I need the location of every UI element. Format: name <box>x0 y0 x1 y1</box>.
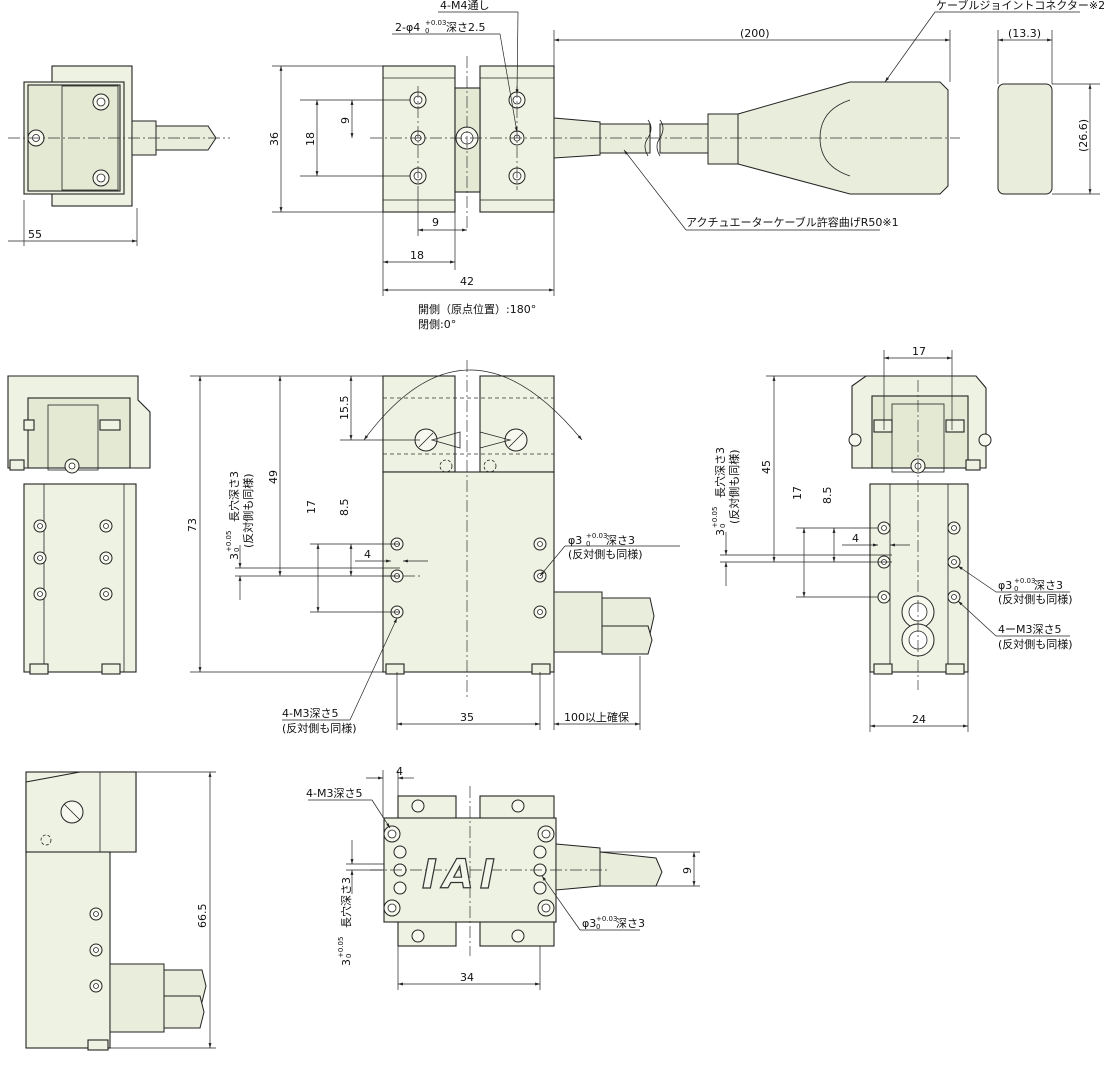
dim-49: 49 <box>267 470 280 484</box>
dim-18-vertical: 18 <box>304 132 317 146</box>
note-phi3-bottom: φ3 <box>582 917 596 930</box>
dim-4-bottom: 4 <box>396 765 403 778</box>
dim-26-6: (26.6) <box>1077 119 1090 152</box>
note-slot-right-opposite: (反対側も同様) <box>727 449 741 524</box>
dim-15-5: 15.5 <box>338 396 351 421</box>
dim-9-horizontal: 9 <box>432 216 439 229</box>
note-phi3-bottom-depth: 深さ3 <box>616 917 645 930</box>
dim-17-front: 17 <box>305 500 318 514</box>
dim-8-5-right: 8.5 <box>821 487 834 505</box>
note-pin-hole: 2-φ4 <box>395 21 420 34</box>
front-view <box>190 360 680 730</box>
note-m3-right: 4ーM3深さ5 <box>998 623 1062 636</box>
note-phi3-right-tol-top: +0.03 <box>1014 577 1035 585</box>
note-open-side: 開側（原点位置）:180° <box>418 302 536 316</box>
note-slot-bottom-tol-top: +0.05 <box>337 937 345 958</box>
dim-4-front: 4 <box>364 548 371 561</box>
note-phi3-right-tol-bot: 0 <box>1014 585 1018 593</box>
dim-35: 35 <box>460 711 474 724</box>
note-slot-bottom: 3 <box>340 959 353 966</box>
note-slot-right-tol-bot: 0 <box>719 524 727 528</box>
dim-4-right: 4 <box>852 532 859 545</box>
note-slot-bottom-tol-bot: 0 <box>345 954 353 958</box>
note-cable-joint: ケーブルジョイントコネクター※2 <box>936 0 1104 12</box>
note-pin-hole-tol-bot: 0 <box>425 27 429 35</box>
note-phi3-front-opposite: (反対側も同様) <box>568 547 643 561</box>
dim-55: 55 <box>28 228 42 241</box>
note-phi3-bottom-tol-bot: 0 <box>596 923 600 931</box>
top-view <box>272 11 1100 296</box>
logo: IAI <box>422 852 501 898</box>
note-phi3-right: φ3 <box>998 579 1012 592</box>
note-phi3-right-depth: 深さ3 <box>1034 579 1063 592</box>
note-slot-right: 3 <box>714 529 727 536</box>
dim-9-vertical: 9 <box>339 117 352 124</box>
dim-34: 34 <box>460 971 474 984</box>
dim-18-horizontal: 18 <box>410 249 424 262</box>
side-view-bottom-left <box>25 771 216 1051</box>
note-slot-front-tol-top: +0.05 <box>225 531 233 552</box>
note-slot-front-opposite: (反対側も同様) <box>241 473 255 548</box>
note-slot-bottom-text: 長穴深さ3 <box>339 877 353 928</box>
dim-17-right: 17 <box>791 486 804 500</box>
dim-73: 73 <box>186 518 199 532</box>
note-pin-hole-depth: 深さ2.5 <box>446 21 486 34</box>
dim-66-5: 66.5 <box>196 904 209 929</box>
dim-200: (200) <box>740 27 770 40</box>
note-phi3-front-depth: 深さ3 <box>606 534 635 547</box>
note-m3-right-opposite: (反対側も同様) <box>998 637 1073 651</box>
side-view-middle-left <box>7 375 151 675</box>
dim-9-bottom: 9 <box>681 867 694 874</box>
note-cable-bend: アクチュエーターケーブル許容曲げR50※1 <box>686 215 899 229</box>
note-m3-bottom: 4-M3深さ5 <box>306 787 362 800</box>
dim-17-top-right: 17 <box>912 345 926 358</box>
note-slot-right-text: 長穴深さ3 <box>713 447 727 498</box>
note-m4-thru: 4-M4通し <box>440 0 489 12</box>
dim-8-5-front: 8.5 <box>338 499 351 517</box>
note-pin-hole-tol-top: +0.03 <box>425 19 446 27</box>
note-closed-side: 閉側:0° <box>418 318 456 331</box>
note-slot-right-tol-top: +0.05 <box>711 507 719 528</box>
dim-36: 36 <box>268 132 281 146</box>
dim-13-3: (13.3) <box>1008 27 1041 40</box>
note-slot-front: 3 <box>228 553 241 560</box>
note-phi3-bottom-tol-top: +0.03 <box>596 915 617 923</box>
note-slot-front-tol-bot: 0 <box>233 548 241 552</box>
dim-24: 24 <box>912 713 926 726</box>
bottom-view <box>308 770 700 990</box>
dim-100-clearance: 100以上確保 <box>564 710 629 724</box>
note-m3-front: 4-M3深さ5 <box>282 707 338 720</box>
note-slot-front-text: 長穴深さ3 <box>227 471 241 522</box>
side-view-right <box>720 350 1070 732</box>
note-phi3-front-tol-bot: 0 <box>586 540 590 548</box>
dim-45: 45 <box>760 460 773 474</box>
note-m3-front-opposite: (反対側も同様) <box>282 721 357 735</box>
note-phi3-right-opposite: (反対側も同様) <box>998 592 1073 606</box>
dim-42: 42 <box>460 275 474 288</box>
note-phi3-front-tol-top: +0.03 <box>586 532 607 540</box>
side-view-top-left <box>8 65 230 246</box>
note-phi3-front: φ3 <box>568 534 582 547</box>
